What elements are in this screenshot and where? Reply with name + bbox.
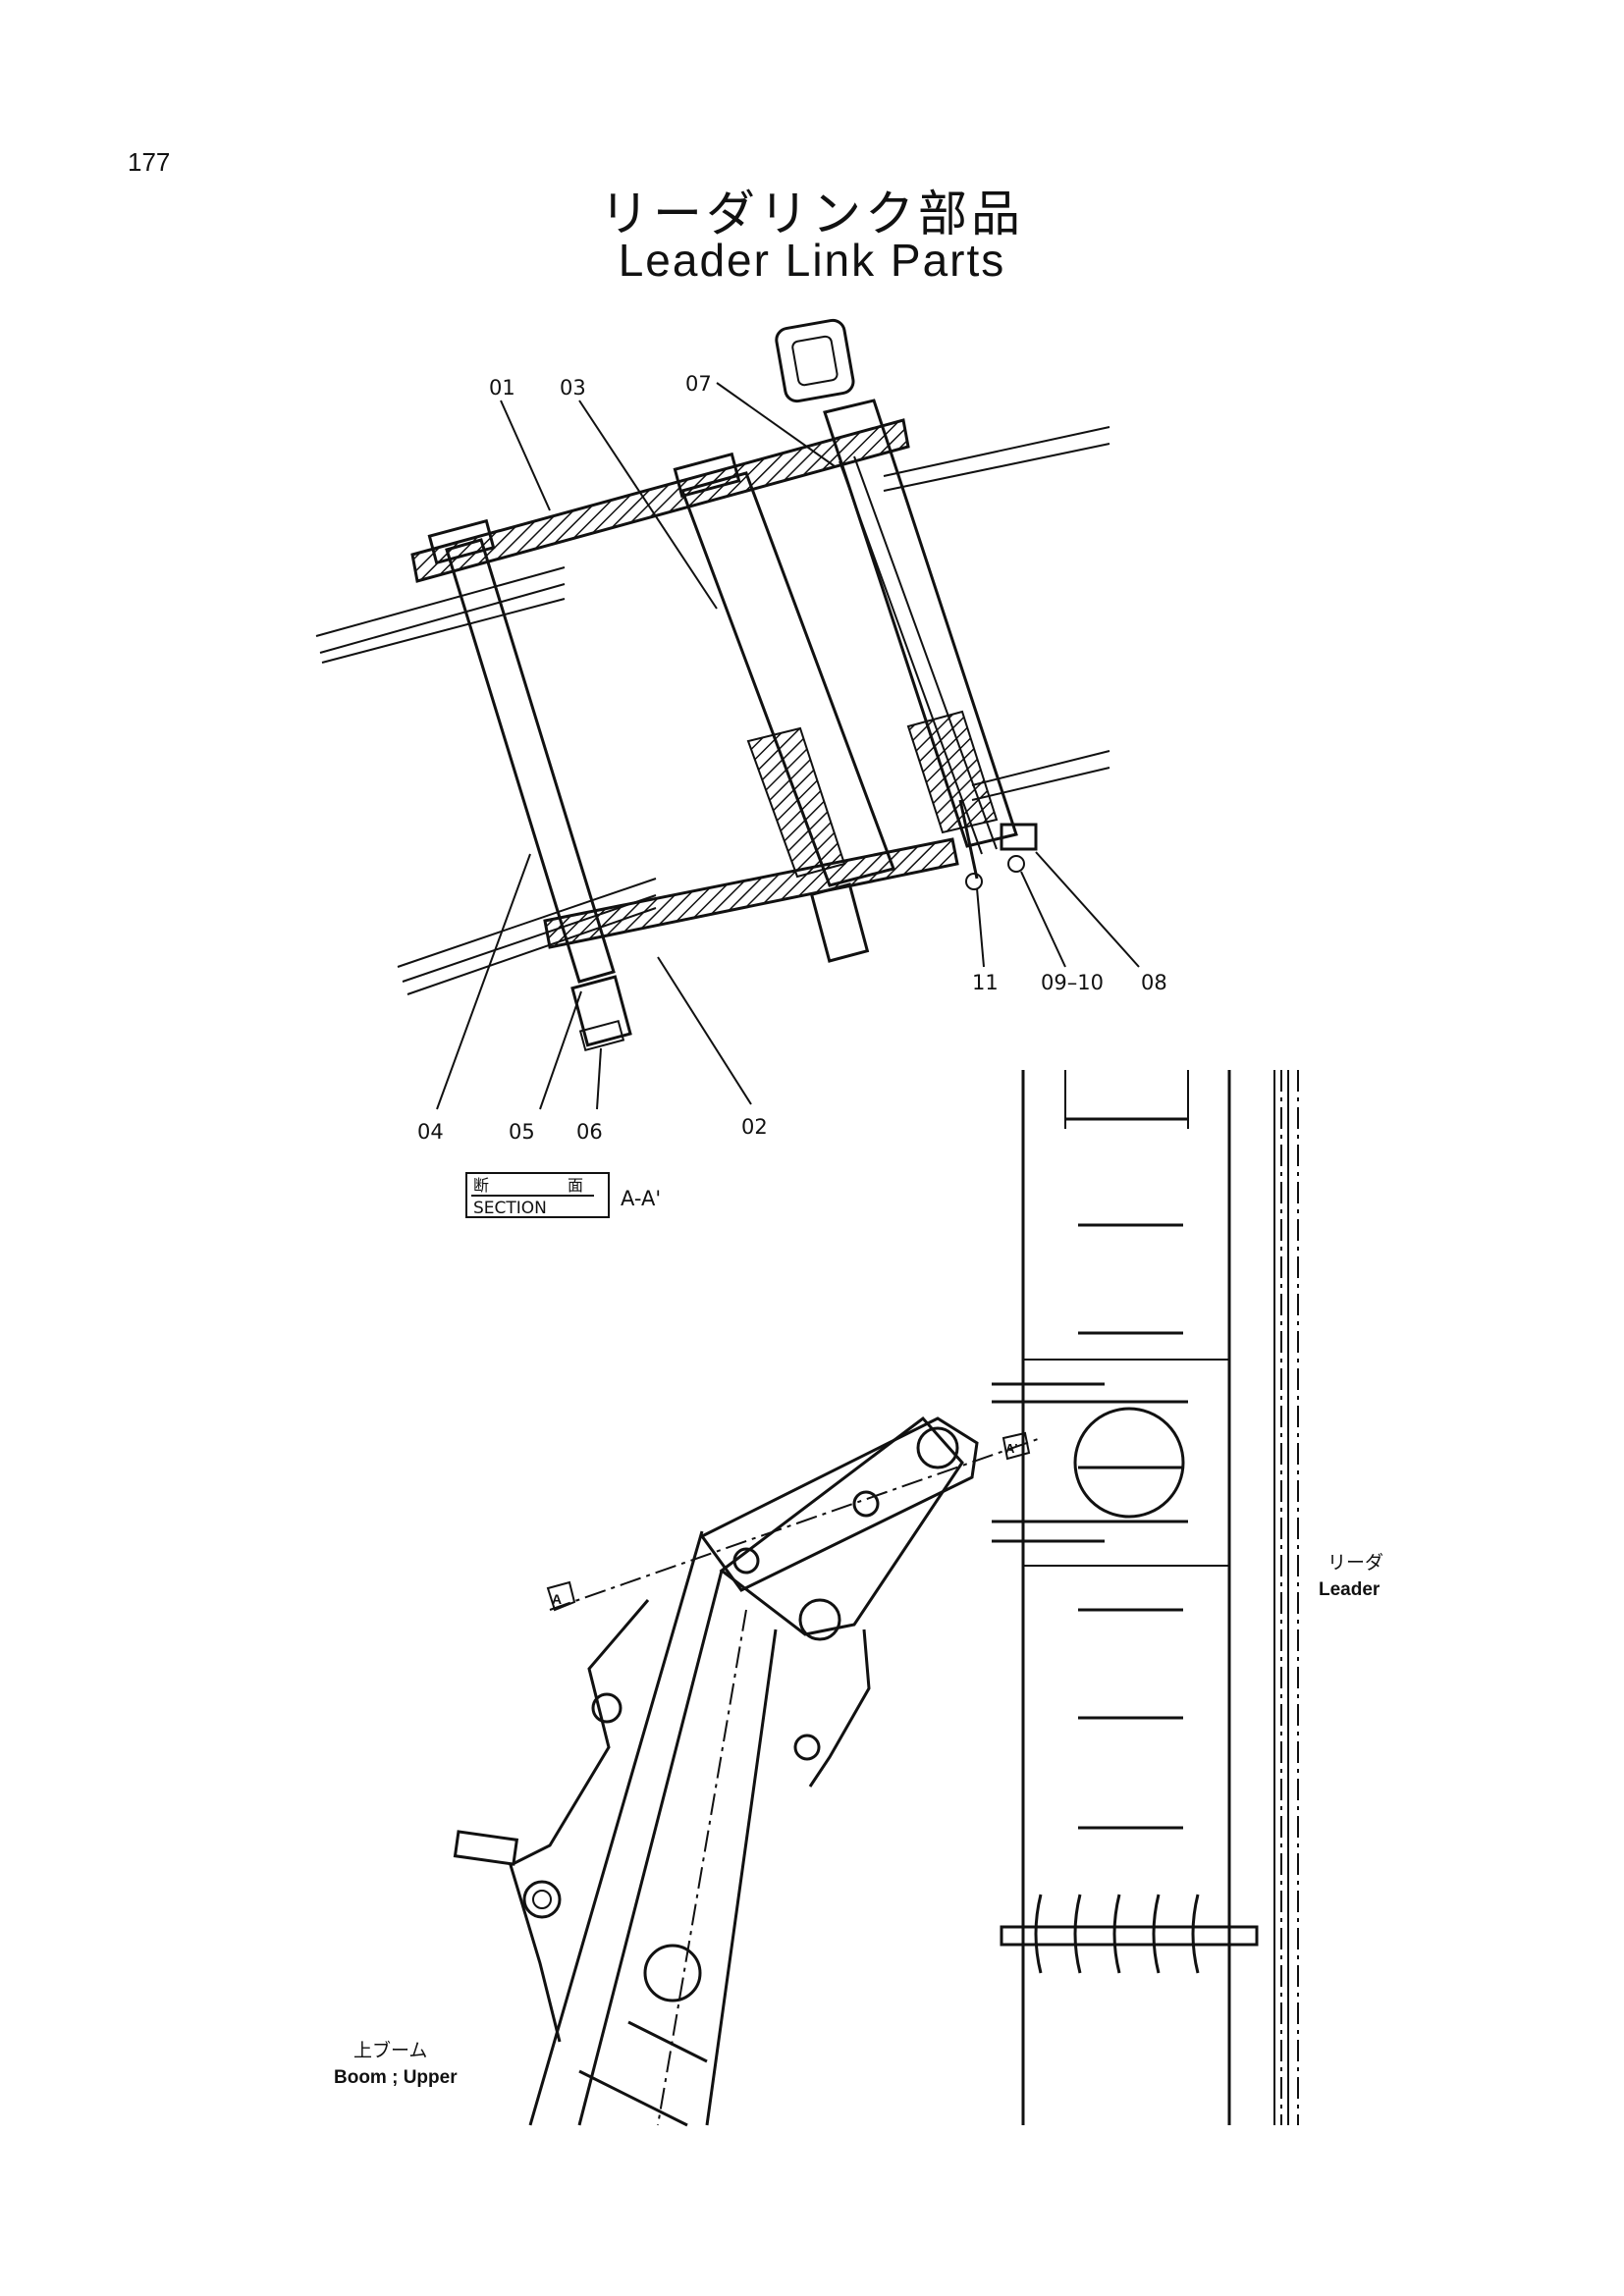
- section-marker-a: A: [552, 1591, 562, 1607]
- callout-09-10: 09–10: [1041, 971, 1104, 994]
- section-box-jp-left: 断: [473, 1176, 489, 1195]
- link-assembly: [549, 1415, 1042, 1641]
- page-number: 177: [128, 147, 171, 177]
- callout-03: 03: [560, 376, 586, 400]
- section-box-en: SECTION: [473, 1199, 547, 1218]
- left-pin: [445, 538, 632, 1052]
- callout-08: 08: [1141, 971, 1167, 994]
- section-markers: A A': [546, 1431, 1031, 1612]
- assembly-view: A A' リーダ Leader 上ブーム Boom ; Upper: [334, 1070, 1383, 2127]
- handle-pin: [775, 318, 1018, 855]
- boom-label-jp: 上ブーム: [353, 2039, 427, 2061]
- callout-11: 11: [972, 971, 999, 994]
- center-sleeve: [680, 471, 895, 963]
- lock-hardware: [958, 799, 1038, 890]
- section-label: A-A': [621, 1187, 661, 1210]
- upper-boom: [453, 1530, 871, 2127]
- callout-leaders: [436, 382, 1140, 1110]
- leader-column: [992, 1070, 1299, 2125]
- callout-05: 05: [509, 1120, 535, 1144]
- leader-bolts: [1078, 1223, 1183, 1830]
- link-bars-right: [883, 426, 1110, 801]
- boom-label-en: Boom ; Upper: [334, 2067, 458, 2088]
- callout-01: 01: [489, 376, 515, 400]
- callout-02: 02: [741, 1115, 768, 1139]
- page-title-english: Leader Link Parts: [618, 235, 1006, 286]
- callout-numbers: 01 03 07 04 05 06 02 11 09–10 08: [417, 372, 1167, 1144]
- top-plate: [410, 418, 910, 583]
- bottom-plate: [543, 837, 959, 949]
- section-view: 01 03 07 04 05 06 02 11 09–10 08 断 面 SEC…: [315, 318, 1167, 1218]
- callout-04: 04: [417, 1120, 444, 1144]
- page-title-japanese: リーダリンク部品: [600, 186, 1024, 242]
- section-box-jp-right: 面: [568, 1176, 583, 1195]
- leader-label-en: Leader: [1319, 1579, 1380, 1600]
- callout-06: 06: [576, 1120, 603, 1144]
- callout-07: 07: [685, 372, 712, 396]
- leader-label-jp: リーダ: [1327, 1552, 1383, 1574]
- section-marker-a-prime: A': [1005, 1441, 1017, 1456]
- leader-clamp: [1000, 1894, 1259, 1974]
- section-label-box: 断 面 SECTION A-A': [465, 1172, 661, 1218]
